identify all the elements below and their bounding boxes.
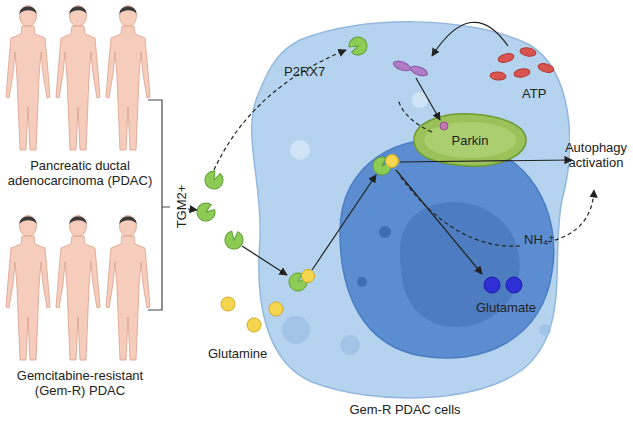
group-caption: Gemcitabine-resistant (Gem-R) PDAC — [0, 368, 160, 398]
cell-label: Gem-R PDAC cells — [240, 402, 570, 417]
patient-group — [6, 216, 150, 361]
human-figure — [106, 6, 150, 151]
solid-arrow — [188, 209, 197, 210]
process-label: Autophagy activation — [560, 140, 632, 170]
molecule-label: Glutamine — [208, 346, 288, 361]
tgm2-symbol — [202, 168, 225, 191]
tgm2-symbol — [221, 227, 246, 252]
cell-outline — [252, 22, 570, 398]
group-caption: Pancreatic ductal adenocarcinoma (PDAC) — [0, 158, 160, 188]
glutamine-symbol — [221, 297, 235, 311]
human-figure — [56, 216, 100, 361]
tgm2-symbol — [196, 202, 217, 223]
human-figure — [6, 216, 50, 361]
protein-label: Parkin — [408, 133, 532, 148]
molecule-label: Glutamate — [476, 300, 556, 315]
bracket — [148, 100, 170, 310]
protein-label: TGM2+ — [174, 177, 189, 237]
human-figure — [106, 216, 150, 361]
molecule-label: ATP — [522, 86, 562, 101]
organelle-node: Parkin — [408, 108, 532, 172]
patient-group — [6, 6, 150, 151]
receptor-label: P2RX7 — [284, 64, 344, 79]
molecule-label: NH₄⁺ — [524, 232, 564, 247]
human-figure — [56, 6, 100, 151]
glutamine-symbol — [247, 318, 261, 332]
human-figure — [6, 6, 50, 151]
